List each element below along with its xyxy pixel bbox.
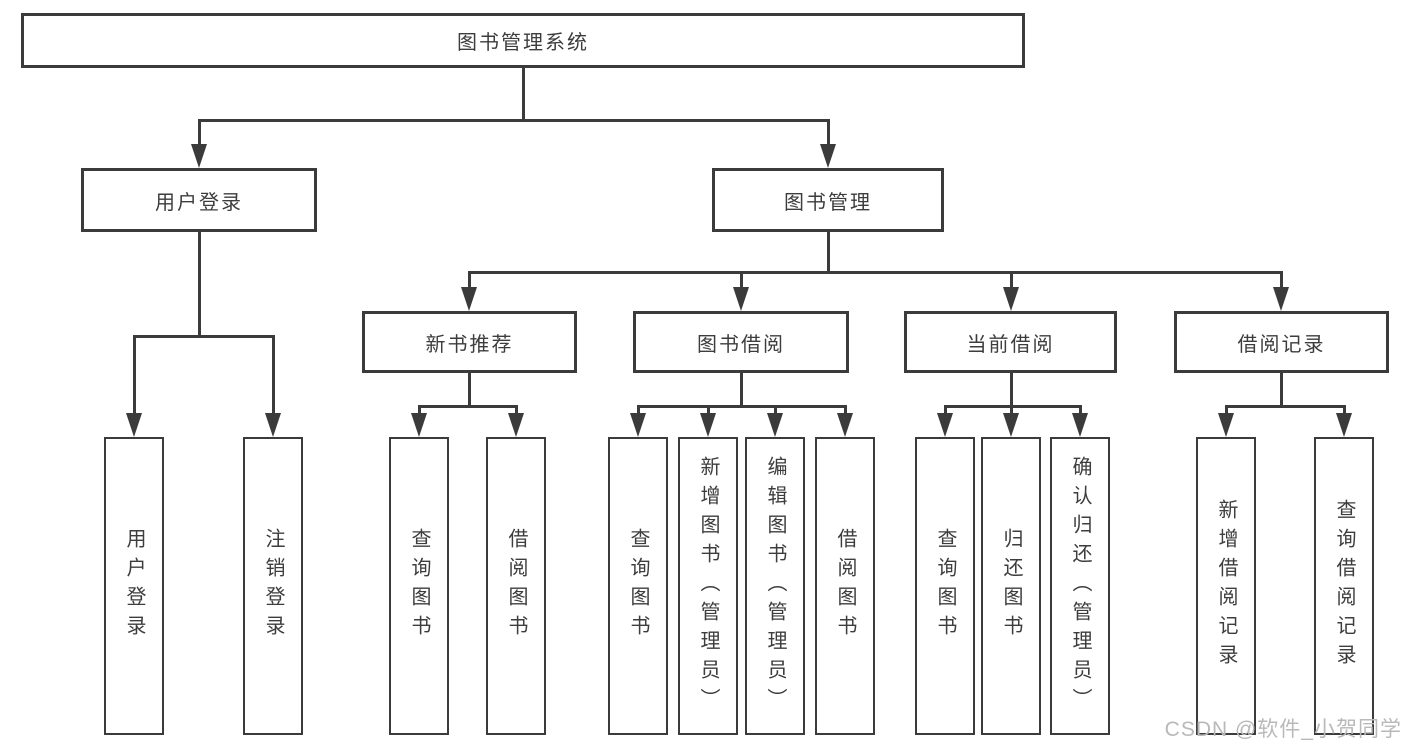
node-borrowing-records: 借阅记录 <box>1174 311 1389 373</box>
arrow-down-icon <box>733 271 749 311</box>
arrow-down-icon <box>191 119 207 168</box>
node-book-management-label: 图书管理 <box>784 191 872 214</box>
leaf-add-book-admin-label: 新增图书（管理员） <box>697 455 719 717</box>
leaf-borrow-books-recommend: 借阅图书 <box>486 437 546 735</box>
node-book-borrowing: 图书借阅 <box>633 311 849 373</box>
arrow-down-icon <box>837 405 853 437</box>
connector-vline-book-borrowing <box>740 373 743 405</box>
node-new-book-recommend-label: 新书推荐 <box>425 333 514 356</box>
leaf-logout-label: 注销登录 <box>262 528 284 644</box>
arrow-down-icon <box>508 405 524 437</box>
node-current-borrowing: 当前借阅 <box>904 311 1117 373</box>
leaf-query-borrow-record-label: 查询借阅记录 <box>1333 499 1355 673</box>
leaf-edit-book-admin-label: 编辑图书（管理员） <box>764 455 786 717</box>
leaf-borrow-books-label: 借阅图书 <box>834 528 856 644</box>
arrow-down-icon <box>630 405 646 437</box>
arrow-down-icon <box>1003 405 1019 437</box>
arrow-down-icon <box>1273 271 1289 311</box>
arrow-down-icon <box>1072 405 1088 437</box>
connector-vline-current-borrowing <box>1010 373 1013 405</box>
leaf-user-login-label: 用户登录 <box>123 528 145 644</box>
leaf-query-books-current: 查询图书 <box>915 437 975 735</box>
leaf-query-books-recommend-label: 查询图书 <box>408 528 430 644</box>
node-user-login-label: 用户登录 <box>155 191 243 214</box>
leaf-edit-book-admin: 编辑图书（管理员） <box>745 437 805 735</box>
connector-hline-current-borrowing <box>944 405 1082 408</box>
connector-vline-user-login <box>198 232 201 335</box>
leaf-return-book-label: 归还图书 <box>1000 528 1022 644</box>
arrow-down-icon <box>1336 405 1352 437</box>
connector-hline-new-book <box>418 405 518 408</box>
arrow-down-icon <box>700 405 716 437</box>
leaf-query-books-current-label: 查询图书 <box>934 528 956 644</box>
arrow-down-icon <box>411 405 427 437</box>
connector-hline-level1 <box>198 119 830 122</box>
arrow-down-icon <box>1003 271 1019 311</box>
arrow-down-icon <box>767 405 783 437</box>
node-new-book-recommend: 新书推荐 <box>362 311 577 373</box>
leaf-return-book: 归还图书 <box>981 437 1041 735</box>
leaf-add-borrow-record-label: 新增借阅记录 <box>1215 499 1237 673</box>
leaf-confirm-return-admin: 确认归还（管理员） <box>1050 437 1110 735</box>
connector-hline-book-management <box>468 271 1283 274</box>
node-current-borrowing-label: 当前借阅 <box>966 333 1055 356</box>
leaf-logout: 注销登录 <box>243 437 303 735</box>
leaf-borrow-books-recommend-label: 借阅图书 <box>505 528 527 644</box>
connector-vline-root <box>522 68 525 119</box>
node-borrowing-records-label: 借阅记录 <box>1237 333 1326 356</box>
node-user-login: 用户登录 <box>81 168 317 232</box>
node-book-management: 图书管理 <box>712 168 944 232</box>
connector-hline-borrowing-records <box>1225 405 1346 408</box>
arrow-down-icon <box>937 405 953 437</box>
leaf-user-login: 用户登录 <box>104 437 164 735</box>
leaf-query-books-borrow: 查询图书 <box>608 437 668 735</box>
connector-vline-borrowing-records <box>1280 373 1283 405</box>
arrow-down-icon <box>820 119 836 168</box>
connector-hline-user-login <box>133 335 275 338</box>
node-root: 图书管理系统 <box>21 13 1025 68</box>
arrow-down-icon <box>1218 405 1234 437</box>
leaf-confirm-return-admin-label: 确认归还（管理员） <box>1069 455 1091 717</box>
arrow-down-icon <box>126 335 142 437</box>
arrow-down-icon <box>461 271 477 311</box>
node-root-label: 图书管理系统 <box>457 32 589 54</box>
watermark-text: CSDN @软件_小贺同学 <box>1164 718 1402 741</box>
node-book-borrowing-label: 图书借阅 <box>697 333 785 356</box>
leaf-query-books-recommend: 查询图书 <box>389 437 449 735</box>
leaf-add-book-admin: 新增图书（管理员） <box>678 437 738 735</box>
connector-vline-new-book <box>468 373 471 405</box>
leaf-query-books-borrow-label: 查询图书 <box>627 528 649 644</box>
connector-vline-book-management <box>827 232 830 271</box>
arrow-down-icon <box>265 335 281 437</box>
connector-hline-book-borrowing <box>637 405 847 408</box>
leaf-borrow-books: 借阅图书 <box>815 437 875 735</box>
leaf-add-borrow-record: 新增借阅记录 <box>1196 437 1256 735</box>
leaf-query-borrow-record: 查询借阅记录 <box>1314 437 1374 735</box>
